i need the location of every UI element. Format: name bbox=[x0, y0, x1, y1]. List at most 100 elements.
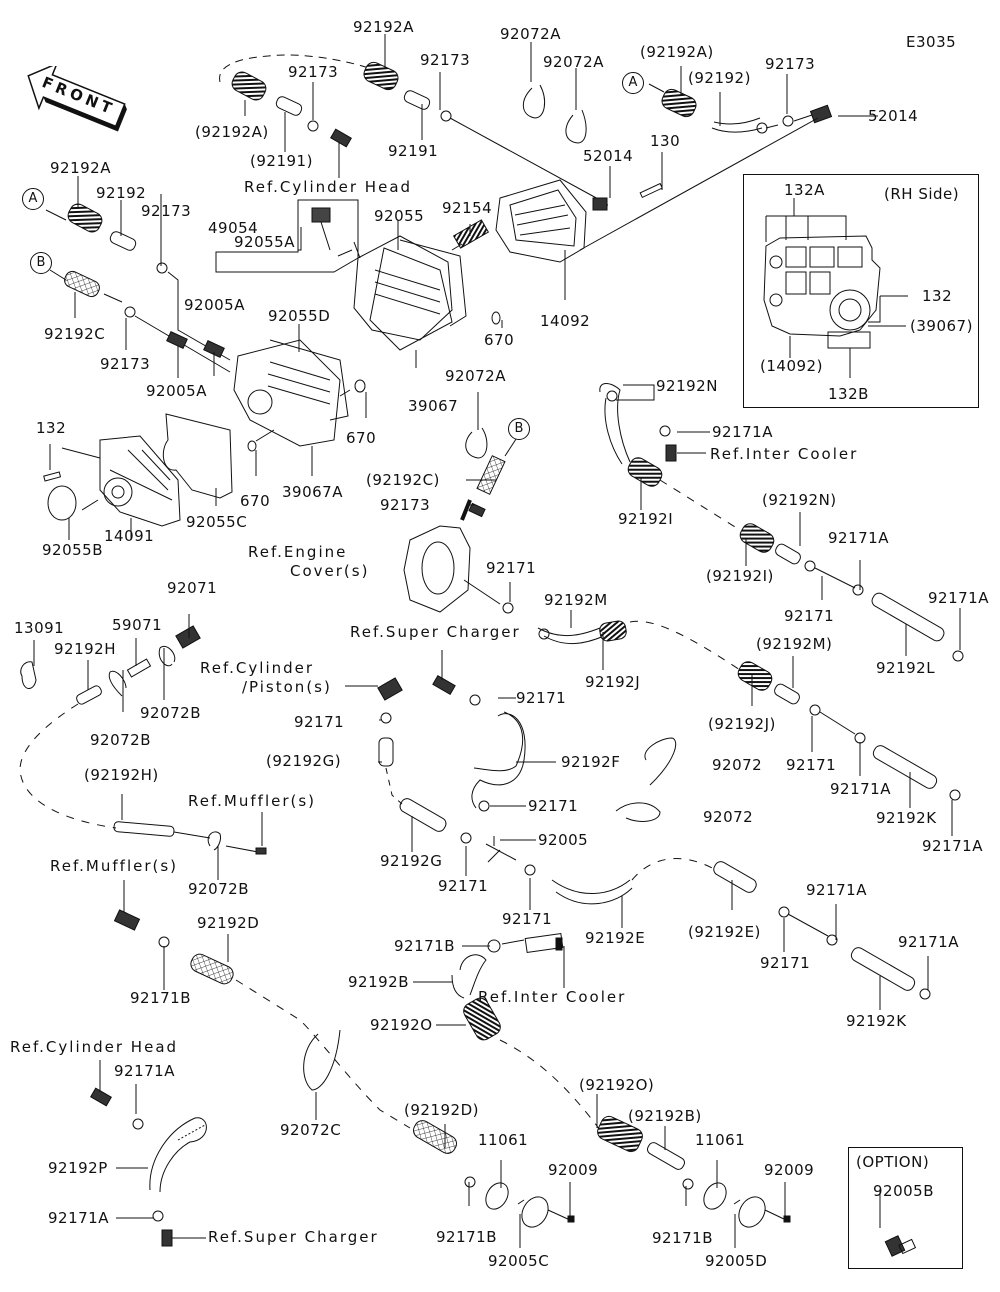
tube-icon bbox=[775, 543, 801, 565]
part-label: 92071 bbox=[167, 579, 218, 597]
bolt-icon bbox=[43, 471, 62, 482]
part-label: 92192G bbox=[380, 852, 443, 870]
leader-line bbox=[449, 117, 601, 201]
part-label: 92171B bbox=[652, 1229, 714, 1247]
fitting-icon bbox=[468, 502, 486, 518]
elbow-hose-icon bbox=[551, 879, 633, 905]
part-label: 670 bbox=[484, 331, 515, 349]
part-label: (92192B) bbox=[628, 1107, 702, 1125]
mesh-hose-icon bbox=[190, 953, 234, 985]
clamp-icon bbox=[469, 694, 481, 706]
part-label: 92072A bbox=[500, 25, 561, 43]
gasket-icon bbox=[703, 1182, 727, 1210]
elbow-hose-icon bbox=[711, 117, 763, 133]
part-label: 92192P bbox=[48, 1159, 108, 1177]
part-label: 92173 bbox=[380, 496, 431, 514]
cover-icon bbox=[233, 339, 349, 447]
clamp-icon bbox=[478, 800, 490, 812]
part-label: 92192A bbox=[50, 159, 111, 177]
part-label: 92192K bbox=[876, 809, 937, 827]
clamp-icon bbox=[919, 988, 931, 1000]
ref-label: Ref.Inter Cooler bbox=[478, 988, 627, 1006]
ref-label: Ref.Super Charger bbox=[208, 1228, 379, 1246]
part-label: 49054 bbox=[208, 219, 259, 237]
part-label: 92173 bbox=[288, 63, 339, 81]
tube-icon bbox=[774, 683, 800, 705]
part-label: 39067 bbox=[408, 397, 459, 415]
part-label: 92192 bbox=[96, 184, 147, 202]
part-label: 14092 bbox=[540, 312, 591, 330]
part-label: 92009 bbox=[764, 1161, 815, 1179]
clamp-icon bbox=[659, 425, 671, 437]
insulator-icon bbox=[20, 661, 37, 689]
part-label: 132B bbox=[828, 385, 869, 403]
hose-route bbox=[629, 620, 741, 671]
part-label: 92171 bbox=[502, 910, 553, 928]
part-label: 92173 bbox=[765, 55, 816, 73]
part-label: 92192F bbox=[561, 753, 621, 771]
ref-label: Ref.Inter Cooler bbox=[710, 445, 859, 463]
clamp-icon bbox=[124, 306, 136, 318]
fitting-icon bbox=[175, 625, 201, 649]
part-label: 92171A bbox=[922, 837, 983, 855]
part-label: 92171A bbox=[48, 1209, 109, 1227]
fitting-icon bbox=[255, 847, 267, 855]
tube-icon bbox=[113, 821, 175, 837]
part-label: 92171A bbox=[828, 529, 889, 547]
corrugated-hose-icon bbox=[737, 661, 773, 691]
fitting-icon bbox=[126, 658, 152, 678]
part-label: 92173 bbox=[141, 202, 192, 220]
leader-line bbox=[167, 271, 231, 361]
part-label: 92192K bbox=[846, 1012, 907, 1030]
engine-cover-icon bbox=[403, 499, 472, 613]
part-label: 92072A bbox=[445, 367, 506, 385]
part-label: 92005B bbox=[873, 1182, 935, 1200]
ref-label: Ref.Super Charger bbox=[350, 623, 521, 641]
part-label: 92171A bbox=[114, 1062, 175, 1080]
part-label: 92192E bbox=[585, 929, 646, 947]
hose-route bbox=[631, 858, 717, 881]
ref-label: Ref.Cylinder bbox=[200, 659, 315, 677]
clamp-icon bbox=[952, 650, 964, 662]
tube-icon bbox=[871, 592, 945, 642]
gasket-icon bbox=[485, 1182, 509, 1210]
part-label: 92192N bbox=[656, 377, 718, 395]
fitting-icon bbox=[377, 677, 403, 701]
leader-line bbox=[579, 117, 819, 251]
tube-icon bbox=[647, 1142, 685, 1170]
part-label: 92173 bbox=[100, 355, 151, 373]
corrugated-hose-icon bbox=[661, 88, 697, 118]
ref-label: Cover(s) bbox=[290, 562, 370, 580]
hose-route bbox=[385, 767, 403, 805]
part-label: 92171A bbox=[712, 423, 773, 441]
callout-a: A bbox=[22, 188, 44, 210]
part-label: 92192C bbox=[44, 325, 106, 343]
part-label: 92171 bbox=[784, 607, 835, 625]
band-clamp-icon bbox=[207, 831, 221, 851]
fitting-icon bbox=[592, 197, 608, 211]
screw-icon bbox=[567, 1215, 575, 1223]
part-label: 92072B bbox=[188, 880, 250, 898]
mesh-hose-icon bbox=[413, 1120, 457, 1154]
tube-icon bbox=[872, 745, 938, 789]
clamp-icon bbox=[307, 120, 319, 132]
part-label: 92171 bbox=[294, 713, 345, 731]
part-label: 92192H bbox=[54, 640, 116, 658]
band-clamp-icon bbox=[615, 802, 661, 822]
part-label: 92171 bbox=[516, 689, 567, 707]
part-label: 14091 bbox=[104, 527, 155, 545]
part-label: 92005A bbox=[146, 382, 207, 400]
gasket-icon bbox=[162, 413, 233, 499]
part-label: 52014 bbox=[583, 147, 634, 165]
part-label: 92055D bbox=[268, 307, 331, 325]
elbow-hose-icon bbox=[537, 627, 605, 645]
corrugated-hose-icon bbox=[231, 71, 267, 101]
part-label: 92192I bbox=[618, 510, 674, 528]
corrugated-hose-icon bbox=[463, 997, 501, 1041]
corrugated-hose-icon bbox=[627, 457, 663, 487]
o-ring-icon bbox=[47, 485, 77, 521]
leader-line bbox=[255, 389, 351, 442]
cover-icon bbox=[353, 235, 467, 351]
mesh-hose-icon bbox=[476, 455, 506, 495]
part-label: 92192O bbox=[370, 1016, 433, 1034]
